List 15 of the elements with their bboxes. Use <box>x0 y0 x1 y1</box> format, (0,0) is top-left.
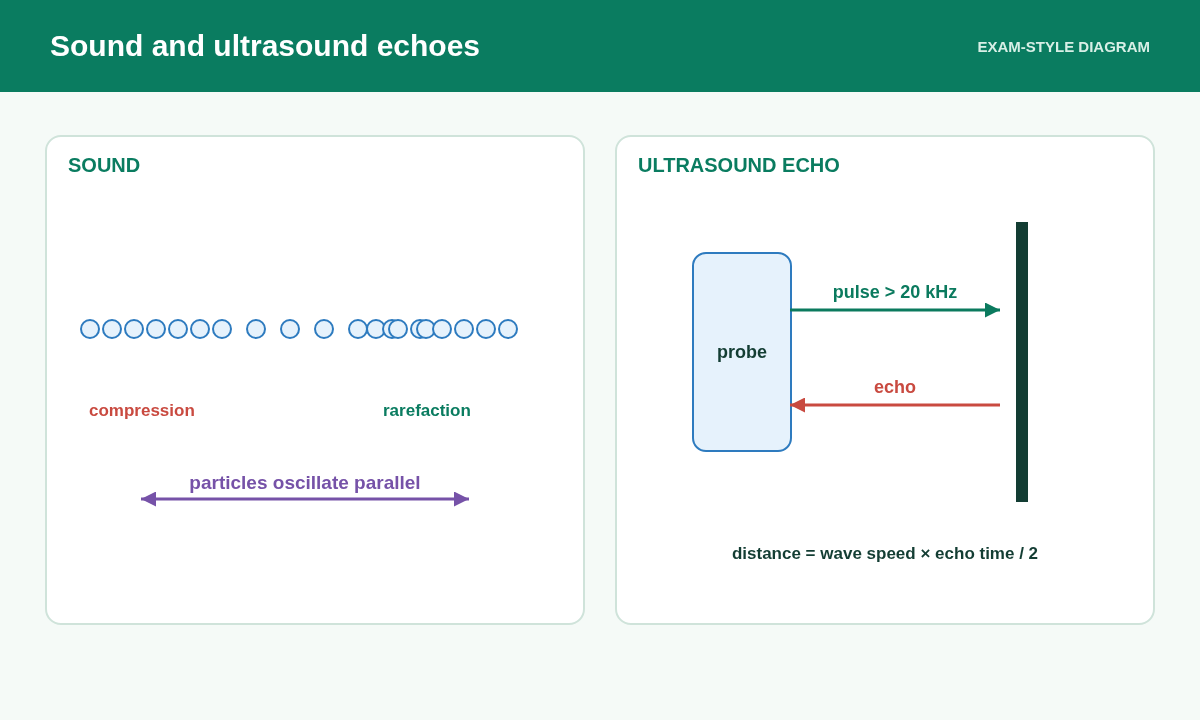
panel-card <box>45 135 585 625</box>
probe-label: probe <box>717 341 767 363</box>
arrow <box>790 302 1000 318</box>
formula-note: distance = wave speed × echo time / 2 <box>731 544 1039 564</box>
panel-card <box>615 135 1155 625</box>
panel-heading: SOUND <box>68 154 141 177</box>
reflector-bar <box>1016 222 1028 502</box>
wave-label: compression <box>89 401 195 421</box>
arrow <box>790 397 1000 413</box>
panel-heading: ULTRASOUND ECHO <box>638 154 840 177</box>
probe-box <box>692 252 792 452</box>
arrow-label: particles oscillate parallel <box>189 472 421 494</box>
wave-label: rarefaction <box>383 401 471 421</box>
subtitle: EXAM-STYLE DIAGRAM <box>977 38 1150 55</box>
title: Sound and ultrasound echoes <box>50 29 481 63</box>
